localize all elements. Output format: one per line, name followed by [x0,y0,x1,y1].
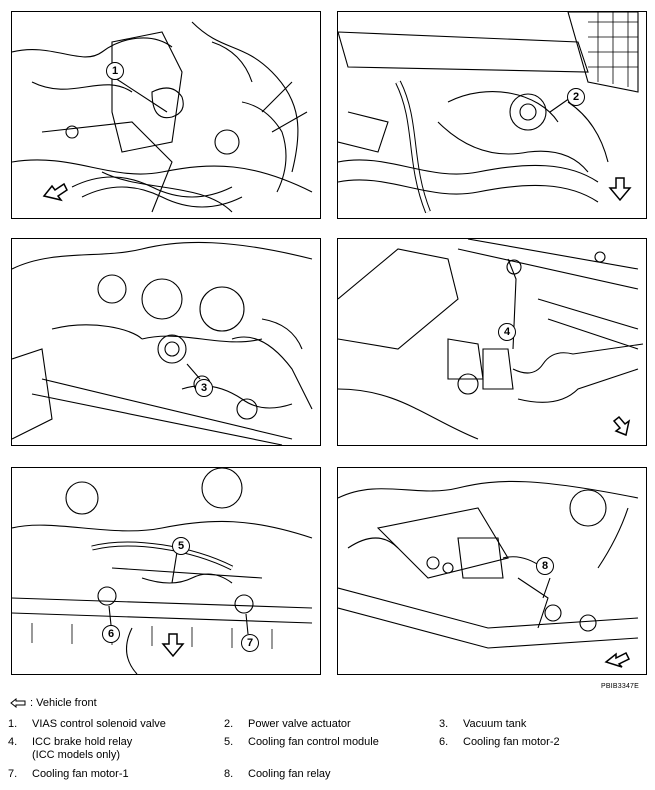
panel-cooling-fan-relay: 8 [337,467,647,675]
legend-num: 8. [224,768,234,780]
engine-illustration [338,12,639,214]
engine-illustration [12,241,313,445]
legend-num: 3. [439,718,449,730]
legend-num: 5. [224,736,234,748]
legend-text: Power valve actuator [248,718,351,730]
figure-code: PBIB3347E [601,683,639,690]
vehicle-front-arrow-icon [10,698,26,708]
panel-power-valve: 2 [337,11,647,219]
callout-8: 8 [536,557,554,575]
legend-text-line2: (ICC models only) [32,749,121,761]
legend-num: 6. [439,736,449,748]
engine-illustration [12,21,313,213]
callout-1: 1 [106,62,124,80]
legend-text: Cooling fan motor-1 [32,768,129,780]
legend-text: VIAS control solenoid valve [32,718,166,730]
legend-text: Cooling fan motor-2 [463,736,560,748]
engine-illustration [338,480,639,649]
callout-3: 3 [195,379,213,397]
legend-vehicle-front: : Vehicle front [10,697,97,709]
legend-text: Cooling fan control module [248,736,379,748]
callout-4: 4 [498,323,516,341]
panel-vacuum-tank: 3 [11,238,321,446]
engine-illustration [338,239,644,440]
callout-2: 2 [567,88,585,106]
callout-5: 5 [172,537,190,555]
panel-vias-solenoid: 1 [11,11,321,219]
legend-text: ICC brake hold relay [32,736,133,748]
legend-num: 4. [8,736,18,748]
callout-6: 6 [102,625,120,643]
callout-7: 7 [241,634,259,652]
legend-vehicle-front-label: : Vehicle front [30,697,97,709]
panel-icc-brake-relay: 4 [337,238,647,446]
legend-num: 1. [8,718,18,730]
engine-illustration [12,468,313,674]
legend-text: Cooling fan relay [248,768,331,780]
panel-cooling-fan [11,467,321,675]
legend-text: Vacuum tank [463,718,527,730]
legend-num: 7. [8,768,18,780]
legend-num: 2. [224,718,234,730]
